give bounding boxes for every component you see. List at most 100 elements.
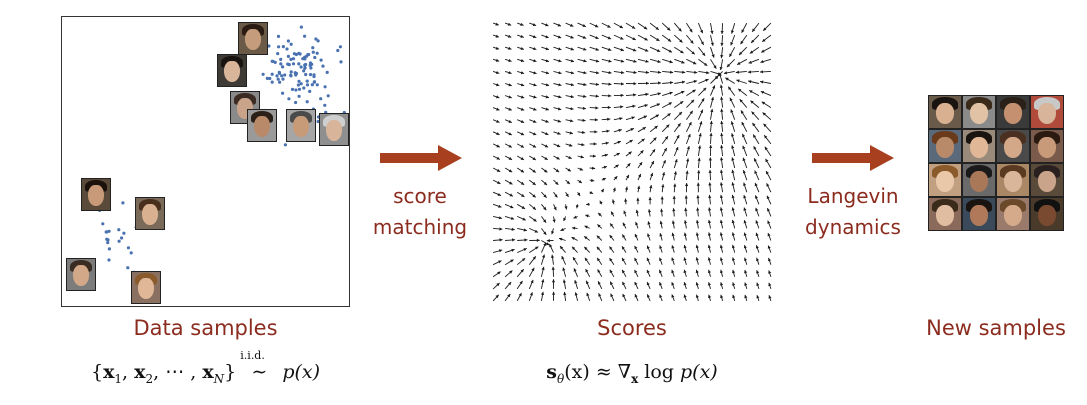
score-vector-head: [570, 35, 574, 39]
score-vector-head: [546, 242, 550, 246]
face-photo-icon: [238, 22, 268, 55]
score-vector-head: [620, 105, 624, 109]
score-vector-head: [573, 257, 576, 261]
score-vector-head: [766, 195, 770, 200]
score-vector-head: [608, 47, 612, 51]
score-vector-head: [712, 85, 716, 89]
score-vector-head: [509, 181, 513, 185]
score-vector-head: [748, 80, 752, 84]
score-vector-head: [574, 280, 578, 284]
scatter-point: [309, 66, 313, 70]
score-vector-head: [731, 182, 735, 186]
scatter-point: [304, 72, 308, 77]
score-vector-head: [708, 157, 712, 161]
scatter-point: [281, 45, 285, 49]
score-vector-head: [645, 70, 649, 74]
score-vector-head: [633, 82, 637, 86]
score-vector-head: [683, 294, 687, 298]
scatter-point: [310, 83, 314, 87]
score-vector-head: [684, 207, 688, 211]
score-vector-head: [740, 40, 744, 45]
scatter-point: [107, 247, 111, 251]
score-vector-head: [510, 205, 514, 209]
score-vector-head: [657, 92, 661, 96]
score-vector-head: [524, 238, 528, 242]
score-vector-head: [699, 121, 703, 125]
score-vector-head: [496, 144, 500, 148]
score-vector-head: [498, 249, 503, 253]
score-vector-head: [720, 108, 724, 112]
score-vector-head: [737, 61, 741, 65]
score-vector-head: [741, 29, 745, 33]
score-vector-head: [521, 258, 526, 262]
score-vector-head: [744, 294, 748, 299]
score-vector-head: [731, 145, 735, 149]
score-vector-head: [702, 52, 706, 56]
score-vector-head: [760, 91, 765, 94]
score-vector-head: [696, 220, 700, 224]
score-vector-head: [509, 193, 513, 197]
score-vector-head: [583, 47, 587, 51]
scatter-point: [120, 236, 124, 240]
face-photo-icon: [319, 113, 349, 146]
score-vector-head: [754, 182, 758, 187]
score-vector-head: [621, 70, 625, 75]
score-vector-head: [529, 292, 533, 296]
score-vector-head: [690, 40, 694, 44]
score-vector-head: [620, 48, 624, 52]
score-vector-head: [709, 145, 713, 148]
face-photo-icon: [247, 109, 277, 142]
score-vector-head: [752, 28, 756, 32]
score-vector-head: [543, 206, 547, 211]
score-vector-head: [540, 291, 545, 295]
score-vector-head: [687, 134, 691, 138]
face-photo-icon: [66, 258, 96, 291]
score-vector-head: [647, 221, 651, 225]
score-vector-head: [742, 145, 746, 150]
score-vector-head: [608, 71, 612, 75]
data-samples-formula: {x1, x2, ⋯ , xN} i.i.d.∼ p(x): [90, 349, 321, 386]
score-vector-head: [520, 157, 524, 160]
scatter-point: [278, 80, 282, 84]
scatter-point: [308, 89, 312, 93]
score-vector-head: [696, 207, 700, 211]
score-vector-head: [648, 197, 652, 201]
scores-formula: sθ(x) ≈ ∇x log p(x): [546, 361, 718, 386]
score-vector-head: [677, 123, 681, 127]
right-arrow-icon: [812, 145, 894, 171]
score-vector-head: [520, 120, 525, 123]
score-vector-head: [755, 207, 759, 212]
score-vector-head: [533, 95, 537, 99]
score-vector-head: [707, 244, 711, 249]
score-vector-head: [520, 71, 525, 75]
score-vector-head: [617, 140, 621, 144]
score-vector-head: [614, 176, 618, 180]
score-vector-head: [599, 200, 603, 205]
score-vector-head: [545, 107, 549, 111]
score-vector-head: [679, 101, 684, 105]
score-vector-head: [729, 97, 733, 102]
score-vector-head: [520, 169, 524, 173]
score-vector-head: [611, 199, 615, 203]
score-vector-head: [708, 182, 712, 186]
score-vector-head: [708, 207, 712, 211]
score-vector-head: [661, 184, 665, 188]
score-vector-head: [574, 292, 578, 296]
score-vector-head: [646, 245, 650, 249]
score-vector-head: [683, 245, 687, 249]
scatter-point: [106, 238, 110, 242]
score-vector-head: [671, 282, 675, 286]
score-vector-head: [681, 90, 685, 94]
face-photo-icon: [1031, 96, 1063, 128]
scatter-point: [308, 63, 312, 67]
score-vector-head: [646, 81, 649, 85]
score-vector-head: [743, 195, 747, 199]
score-vector-head: [693, 80, 697, 84]
score-vector-head: [754, 170, 758, 174]
score-vector-head: [639, 162, 643, 166]
score-vector-head: [754, 158, 757, 162]
score-vector-head: [557, 107, 562, 111]
score-vector-head: [593, 142, 597, 146]
score-vector-head: [644, 48, 649, 52]
score-vector-head: [645, 92, 649, 96]
